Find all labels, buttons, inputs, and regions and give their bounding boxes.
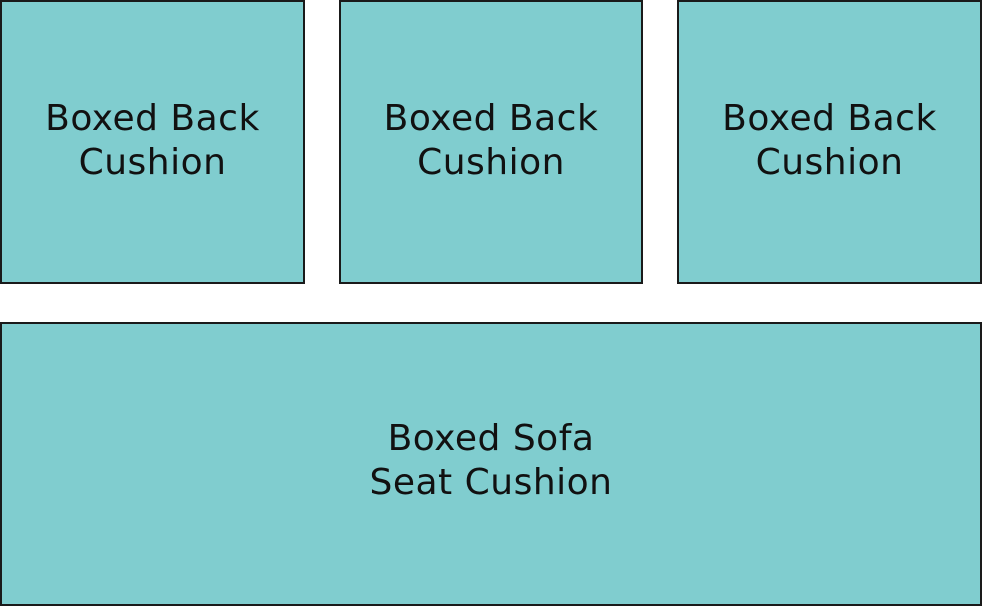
back-cushion-right: Boxed Back Cushion [677,0,982,284]
seat-cushion-label-line2: Seat Cushion [369,462,613,503]
seat-cushion-label: Boxed Sofa Seat Cushion [370,417,613,505]
back-cushion-middle-label-line1: Boxed Back [383,98,599,139]
back-cushion-left-label-line2: Cushion [78,142,227,183]
back-cushion-left-label: Boxed Back Cushion [45,97,260,185]
seat-cushion: Boxed Sofa Seat Cushion [0,322,982,606]
back-cushion-right-label-line1: Boxed Back [722,98,937,139]
back-cushion-right-label-line2: Cushion [755,142,904,183]
seat-cushion-label-line1: Boxed Sofa [387,418,595,459]
back-cushion-middle-label: Boxed Back Cushion [384,97,599,185]
back-cushion-middle: Boxed Back Cushion [339,0,643,284]
back-cushion-left-label-line1: Boxed Back [45,98,260,139]
back-cushion-left: Boxed Back Cushion [0,0,305,284]
back-cushion-right-label: Boxed Back Cushion [722,97,937,185]
back-cushion-middle-label-line2: Cushion [417,142,565,183]
